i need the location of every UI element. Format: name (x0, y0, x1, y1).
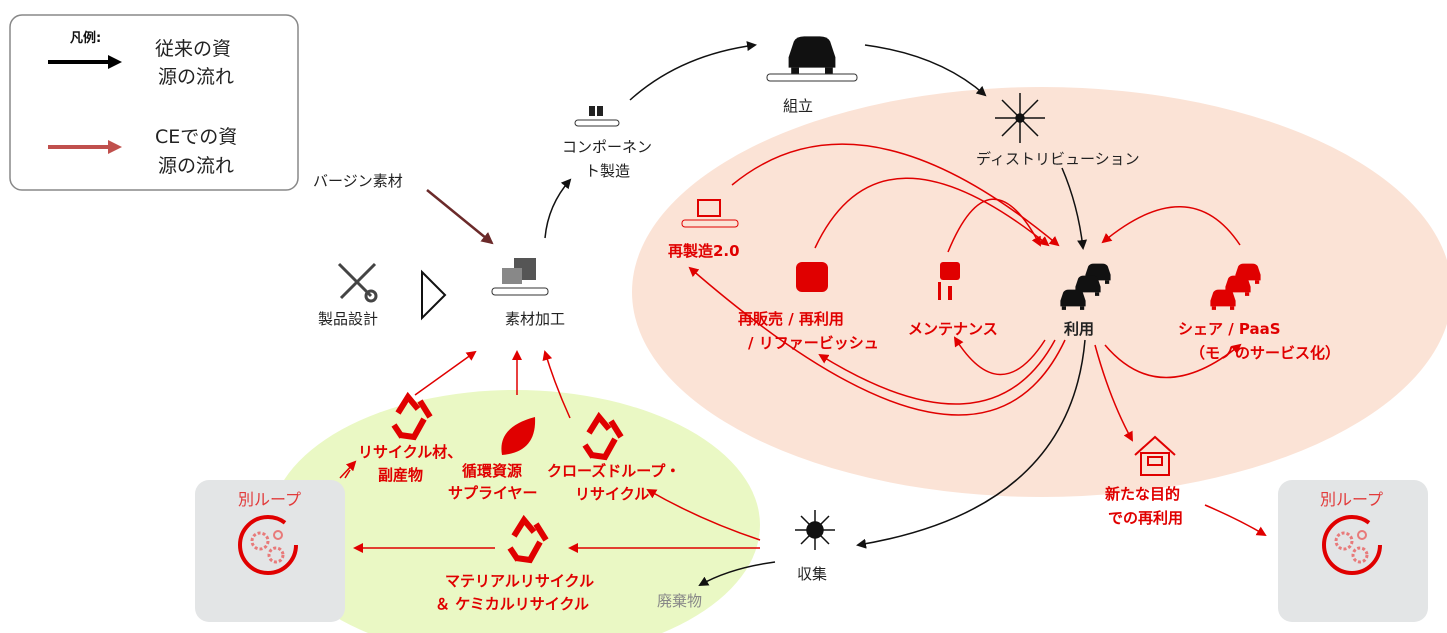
house-icon (1134, 435, 1176, 476)
legend-ce-label-2: 源の流れ (158, 155, 234, 177)
label-supplier-2: サプライヤー (448, 484, 538, 502)
label-component-2: ト製造 (585, 162, 630, 180)
label-resale-2: / リファービッシュ (748, 334, 879, 352)
distribution-hub-icon (995, 93, 1045, 143)
legend: 凡例: 従来の資 源の流れ CEでの資 源の流れ (9, 14, 299, 191)
recycle-zone (270, 390, 760, 633)
process-triangle-icon (421, 269, 447, 321)
component-icon (574, 106, 620, 127)
label-closed-loop: クローズドループ・ (547, 462, 680, 480)
label-waste: 廃棄物 (657, 592, 702, 610)
label-new-purpose-2: での再利用 (1108, 509, 1183, 527)
label-collection: 収集 (797, 565, 827, 583)
legend-ce-label: CEでの資 (155, 126, 237, 148)
label-recycled-material-2: 副産物 (378, 466, 423, 484)
label-other-loop-right: 別ループ (1320, 490, 1383, 509)
label-material-recycling: マテリアルリサイクル (445, 572, 594, 590)
label-assembly: 組立 (783, 97, 813, 115)
label-distribution: ディストリビューション (976, 150, 1140, 168)
label-virgin-material: バージン素材 (313, 172, 403, 190)
car-assembly-icon (766, 36, 858, 82)
label-share-2: （モノのサービス化） (1190, 344, 1340, 362)
collection-hub-icon (795, 510, 835, 550)
resale-car-icon (796, 262, 828, 292)
legend-conventional-label: 従来の資 (155, 38, 231, 60)
use-phase-zone (632, 87, 1447, 497)
legend-conventional-label-2: 源の流れ (158, 66, 234, 88)
leaf-icon (501, 417, 536, 455)
label-supplier: 循環資源 (462, 462, 522, 480)
label-use: 利用 (1064, 320, 1094, 338)
label-resale: 再販売 / 再利用 (738, 310, 844, 328)
label-component: コンポーネン (562, 138, 652, 156)
label-maintenance: メンテナンス (908, 320, 998, 338)
tools-icon (337, 262, 378, 303)
label-other-loop-left: 別ループ (238, 490, 301, 509)
label-material-recycling-2: ＆ ケミカルリサイクル (435, 595, 589, 613)
engine-reman-icon (681, 199, 739, 228)
label-remanufacturing: 再製造2.0 (668, 242, 740, 260)
label-closed-loop-2: リサイクル (575, 485, 649, 503)
material-processing-icon (491, 258, 549, 296)
legend-title: 凡例: (70, 30, 101, 46)
maintenance-icon (938, 262, 960, 300)
label-product-design: 製品設計 (318, 310, 378, 328)
label-new-purpose: 新たな目的 (1105, 485, 1180, 503)
ce-flow-arrows (339, 143, 1267, 553)
label-material-processing: 素材加工 (505, 310, 565, 328)
label-recycled-material: リサイクル材、 (358, 443, 462, 461)
label-share: シェア / PaaS (1178, 320, 1281, 338)
